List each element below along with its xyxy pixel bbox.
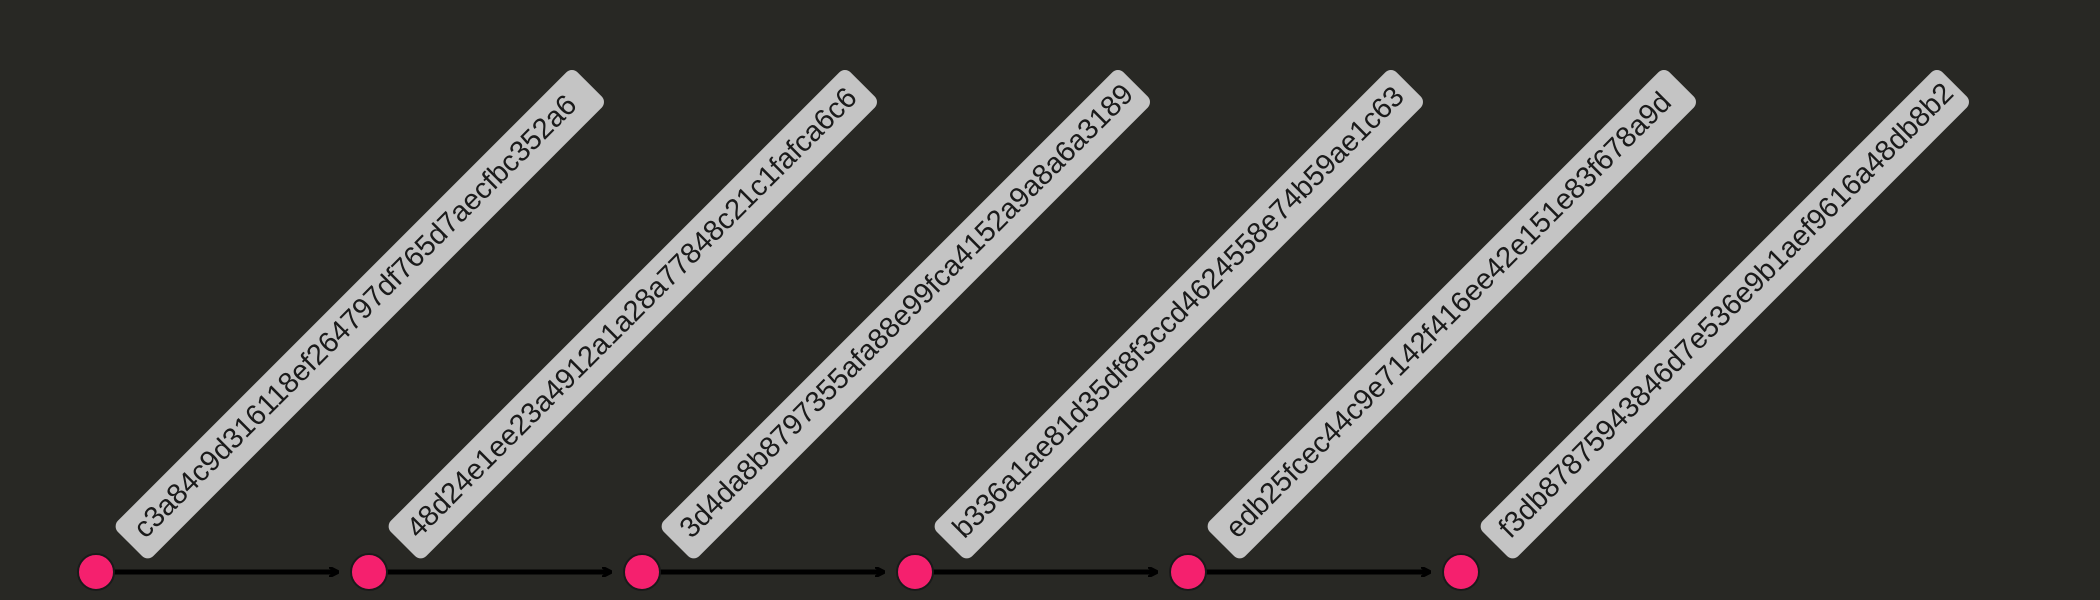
commit-label-box (661, 70, 1150, 559)
commit-label-box (1480, 70, 1969, 559)
commit-label-box (115, 70, 604, 559)
commit-hash: 48d24e1ee23a4912a1a28a77848c21c1fafca6c6 (401, 82, 864, 545)
commit-label-box (934, 70, 1423, 559)
commit-label-3: 3d4da8b8797355afa88e99fca4152a9a8a6a3189 (661, 70, 1150, 559)
commit-label-4: b336a1ae81d35df8f3ccd4624558e74b59ae1c63 (934, 70, 1423, 559)
commit-label-2: 48d24e1ee23a4912a1a28a77848c21c1fafca6c6 (388, 70, 877, 559)
commit-node-3[interactable] (623, 553, 661, 591)
commit-nodes (77, 553, 1480, 591)
commit-hash: b336a1ae81d35df8f3ccd4624558e74b59ae1c63 (947, 81, 1411, 545)
commit-hash: edb25fcec44c9e7142f416ee42e151e83f678a9d (1220, 86, 1678, 544)
commit-label-1: c3a84c9d316118ef264797df765d7aecfbc352a6 (115, 70, 604, 559)
commit-hash: 3d4da8b8797355afa88e99fca4152a9a8a6a3189 (674, 78, 1140, 544)
commit-label-5: edb25fcec44c9e7142f416ee42e151e83f678a9d (1207, 70, 1696, 559)
commit-node-2[interactable] (350, 553, 388, 591)
commit-label-6: f3db87875943846d7e536e9b1aef9616a48db8b2 (1480, 70, 1969, 559)
commit-node-1[interactable] (77, 553, 115, 591)
commit-node-5[interactable] (1169, 553, 1207, 591)
commit-node-4[interactable] (896, 553, 934, 591)
commit-node-6[interactable] (1442, 553, 1480, 591)
commit-label-box (1207, 70, 1696, 559)
commit-hash: f3db87875943846d7e536e9b1aef9616a48db8b2 (1493, 77, 1960, 544)
commit-hash: c3a84c9d316118ef264797df765d7aecfbc352a6 (128, 89, 584, 545)
commit-labels: c3a84c9d316118ef264797df765d7aecfbc352a6… (115, 70, 1969, 559)
commit-label-box (388, 70, 877, 559)
